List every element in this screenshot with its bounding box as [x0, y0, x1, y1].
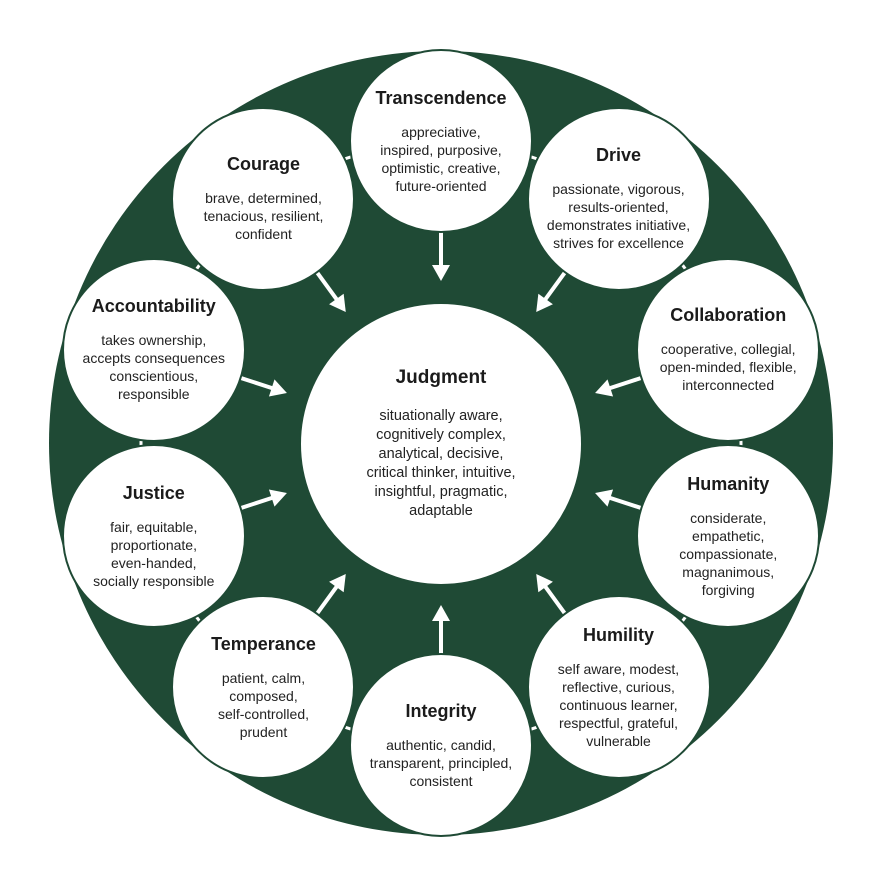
virtue-title: Humanity	[687, 473, 770, 494]
virtue-bubble-collaboration: Collaboration cooperative, collegial, ope…	[636, 257, 821, 442]
arrow-head-inner-transcendence	[432, 265, 450, 281]
virtue-description: cooperative, collegial, open-minded, fle…	[659, 341, 797, 394]
virtue-description: appreciative, inspired, purposive, optim…	[380, 123, 502, 194]
arrow-head-inner-humanity	[595, 489, 614, 507]
virtue-title: Temperance	[211, 633, 316, 654]
center-bubble-judgment: Judgment situationally aware, cognitivel…	[299, 302, 583, 586]
arrow-head-inner-collaboration	[595, 379, 614, 397]
virtue-title: Drive	[595, 145, 642, 166]
virtue-description: passionate, vigorous, results-oriented, …	[546, 181, 691, 252]
virtue-description: patient, calm, composed, self-controlled…	[217, 669, 309, 740]
virtue-description: authentic, candid, transparent, principl…	[369, 736, 513, 789]
virtue-bubble-humanity: Humanity considerate, empathetic, compass…	[636, 444, 821, 629]
virtue-bubble-temperance: Temperance patient, calm, composed, self-…	[171, 595, 356, 780]
virtue-description: self aware, modest, reflective, curious,…	[557, 660, 680, 749]
virtue-description: fair, equitable, proportionate, even-han…	[93, 518, 215, 589]
virtue-title: Transcendence	[375, 87, 507, 108]
arrow-head-inner-temperance	[329, 574, 346, 593]
virtue-description: considerate, empathetic, compassionate, …	[679, 509, 778, 598]
virtue-title: Integrity	[405, 700, 477, 721]
virtue-title: Courage	[226, 154, 300, 175]
virtue-bubble-accountability: Accountability takes ownership, accepts c…	[61, 257, 246, 442]
virtue-bubble-integrity: Integrity authentic, candid, transparent,…	[349, 653, 533, 837]
virtue-bubble-drive: Drive passionate, vigorous, results-orien…	[526, 106, 711, 291]
virtue-bubble-humility: Humility self aware, modest, reflective, …	[526, 595, 711, 780]
arrow-head-inner-integrity	[432, 605, 450, 621]
virtue-description: takes ownership, accepts consequences co…	[82, 332, 225, 403]
virtue-title: Justice	[122, 482, 185, 503]
virtue-description: brave, determined, tenacious, resilient,…	[203, 190, 324, 243]
virtue-title: Humility	[582, 624, 654, 645]
virtue-title: Accountability	[91, 296, 216, 317]
center-description: situationally aware, cognitively complex…	[366, 408, 516, 519]
virtue-bubble-courage: Courage brave, determined, tenacious, res…	[171, 106, 356, 291]
virtue-title: Collaboration	[670, 305, 787, 326]
arrow-head-inner-justice	[268, 489, 287, 507]
virtue-bubble-transcendence: Transcendence appreciative, inspired, pur…	[349, 49, 533, 233]
arrow-head-inner-drive	[536, 293, 553, 312]
arrow-head-inner-courage	[329, 293, 346, 312]
arrow-head-inner-accountability	[268, 379, 287, 397]
arrow-head-inner-humility	[536, 574, 553, 593]
virtue-bubble-justice: Justice fair, equitable, proportionate, e…	[61, 444, 246, 629]
center-title: Judgment	[395, 367, 487, 388]
